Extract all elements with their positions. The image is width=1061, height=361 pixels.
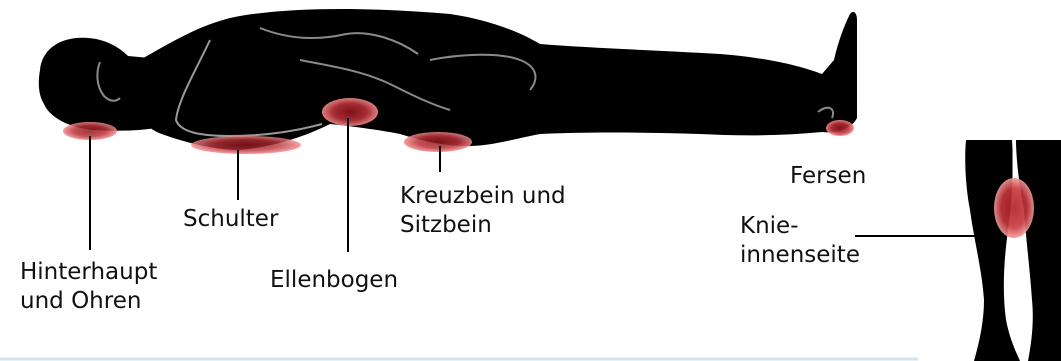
- label-hinterhaupt: Hinterhaupt und Ohren: [20, 258, 157, 316]
- zone-fersen: [826, 120, 854, 136]
- label-ellenbogen-line1: Ellenbogen: [270, 266, 398, 295]
- label-kreuzbein-line2: Sitzbein: [400, 211, 566, 240]
- label-schulter: Schulter: [183, 205, 278, 234]
- label-fersen: Fersen: [790, 162, 866, 191]
- standing-legs-silhouette: [965, 140, 1061, 361]
- label-fersen-line1: Fersen: [790, 162, 866, 191]
- label-kreuzbein-line1: Kreuzbein und: [400, 182, 566, 211]
- label-knie-line2: innenseite: [740, 241, 860, 270]
- label-schulter-line1: Schulter: [183, 205, 278, 234]
- zone-kreuzbein: [404, 132, 472, 152]
- label-knie: Knie- innenseite: [740, 212, 860, 270]
- label-hinterhaupt-line1: Hinterhaupt: [20, 258, 157, 287]
- label-hinterhaupt-line2: und Ohren: [20, 287, 157, 316]
- zone-knie: [994, 178, 1034, 238]
- label-kreuzbein: Kreuzbein und Sitzbein: [400, 182, 566, 240]
- label-ellenbogen: Ellenbogen: [270, 266, 398, 295]
- label-knie-line1: Knie-: [740, 212, 860, 241]
- body-silhouette: [39, 9, 857, 150]
- zone-ellenbogen: [322, 98, 378, 126]
- zone-schulter: [191, 136, 301, 154]
